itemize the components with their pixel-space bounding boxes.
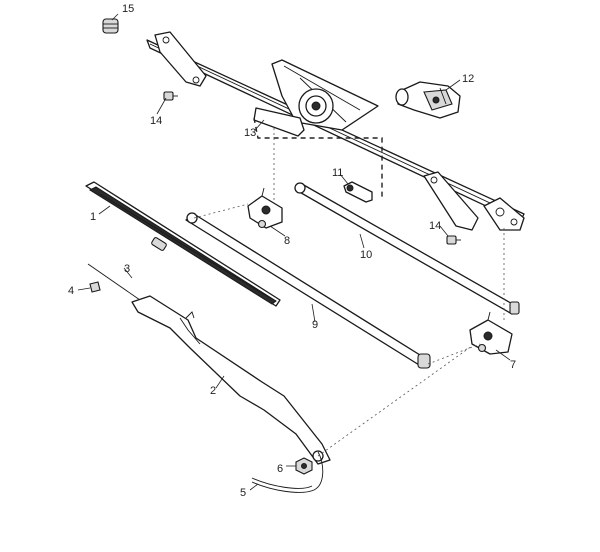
grommet-part-15 [102, 18, 119, 34]
callout-8: 8 [284, 235, 290, 247]
pivot-bracket-part-7 [469, 311, 513, 355]
wiper-motor-part-12 [395, 81, 461, 119]
wiper-arm-part-2 [131, 295, 331, 465]
callout-15: 15 [122, 3, 134, 15]
callout-6: 6 [277, 463, 283, 475]
callout-12: 12 [462, 73, 474, 85]
nut-part-6 [295, 457, 313, 475]
callout-2: 2 [210, 385, 216, 397]
callout-14-upper: 14 [150, 115, 162, 127]
callout-14-lower: 14 [429, 220, 441, 232]
washer-hose-part-5 [251, 451, 324, 493]
bolt-part-14-upper [163, 91, 178, 101]
callout-1: 1 [90, 211, 96, 223]
callout-11: 11 [332, 167, 343, 179]
leader-lines [77, 13, 511, 491]
wiper-blade-part-1 [85, 181, 281, 307]
bolt-part-14-lower [446, 235, 461, 245]
link-pin-part-11 [343, 181, 373, 203]
clip-part-4 [89, 281, 101, 293]
assembly-outline [253, 117, 383, 198]
callout-13: 13 [244, 127, 256, 139]
callout-4: 4 [68, 285, 74, 297]
callout-5: 5 [240, 487, 246, 499]
callout-3: 3 [124, 263, 130, 275]
callout-7: 7 [510, 359, 516, 371]
callout-9: 9 [312, 319, 318, 331]
wiper-linkage-frame [146, 31, 525, 231]
callout-10: 10 [360, 249, 372, 261]
assembly-guide-lines [193, 128, 505, 457]
pivot-bracket-part-8 [247, 187, 283, 229]
callout-labels: 15 14 12 13 11 14 1 8 10 3 4 9 7 2 6 5 [68, 3, 516, 499]
connecting-rod-part-9 [185, 212, 431, 369]
connecting-rod-part-10 [294, 182, 520, 315]
